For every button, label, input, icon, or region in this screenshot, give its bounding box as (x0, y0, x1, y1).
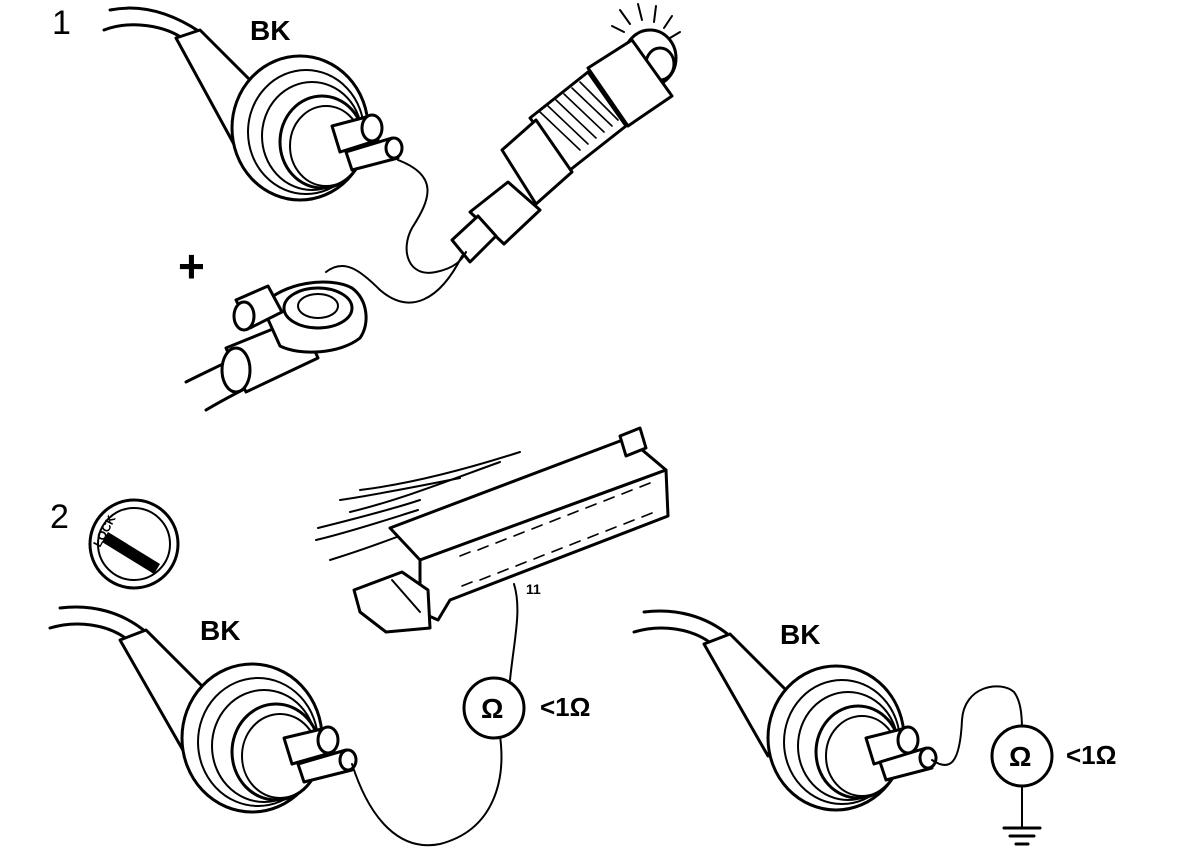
step-1-lamp-lead (397, 159, 467, 274)
ohmmeter-right-lead (931, 685, 1023, 766)
resistance-reading-left: <1Ω (540, 692, 591, 722)
resistance-reading-right: <1Ω (1066, 740, 1117, 770)
step-1-ground-lead (325, 255, 463, 304)
step-2-number: 2 (50, 498, 69, 536)
step-1-bk-connector (102, 6, 404, 202)
pin-number-label: 11 (526, 581, 541, 597)
step-2-right-bk-connector (632, 609, 938, 812)
step-1-number: 1 (52, 4, 71, 42)
ohmmeter-left: Ω (462, 676, 526, 740)
step-2-left-bk-label: BK (200, 615, 240, 646)
ecu-connector (315, 426, 670, 634)
step-1-bk-label: BK (250, 15, 290, 46)
ohmmeter-right-symbol: Ω (1009, 741, 1031, 772)
positive-terminal-sign: + (178, 240, 205, 292)
test-lamp (450, 3, 681, 264)
ground-symbol-icon (1002, 785, 1042, 846)
step-2-right-bk-label: BK (780, 619, 820, 650)
step-2-left-bk-connector (48, 605, 358, 814)
ohmmeter-left-symbol: Ω (481, 693, 503, 724)
ohmmeter-lead-to-connector (351, 735, 503, 847)
positive-battery-terminal (184, 280, 368, 412)
ohmmeter-right: Ω (990, 724, 1054, 788)
ignition-lock-icon: LOCK (88, 498, 180, 590)
ohmmeter-lead-to-pin (509, 583, 519, 681)
